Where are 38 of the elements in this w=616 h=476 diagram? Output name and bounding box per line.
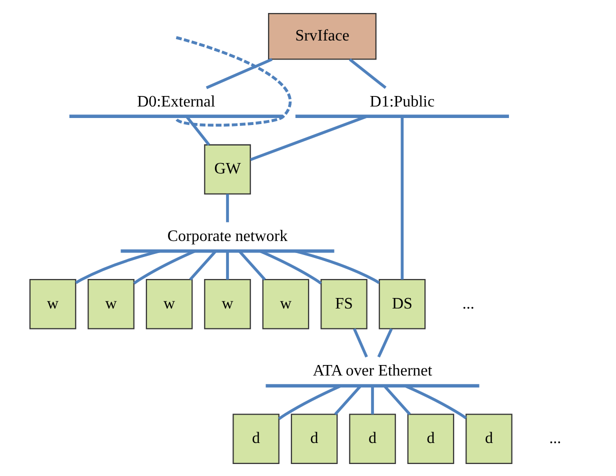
connector: [377, 328, 393, 358]
connector: [226, 194, 229, 222]
node-box: w: [146, 278, 193, 329]
node-box: FS: [320, 278, 368, 329]
node-box: SrvIface: [268, 12, 376, 60]
connector: [400, 116, 404, 280]
connector: [348, 58, 386, 88]
node-text: Corporate network: [167, 228, 288, 245]
label: ...: [549, 430, 562, 447]
node-box: w: [29, 278, 76, 329]
connector: [260, 249, 322, 284]
connector: [206, 58, 273, 89]
connector: [278, 384, 342, 420]
node-text: ATA over Ethernet: [312, 362, 432, 380]
connector: [226, 250, 229, 280]
connector: [174, 36, 291, 126]
connector: [371, 385, 374, 414]
connector: [189, 250, 217, 280]
node-box: d: [290, 413, 338, 464]
connector: [294, 249, 380, 284]
node-text: D0:External: [137, 92, 216, 110]
node-box: d: [407, 413, 454, 464]
node-box: d: [232, 413, 280, 464]
node-text: D1:Public: [370, 92, 435, 110]
connector: [352, 328, 368, 358]
connector: [250, 114, 368, 161]
node-box: DS: [378, 278, 426, 329]
node-box: d: [466, 413, 512, 464]
node-box: d: [349, 413, 396, 464]
label: ...: [462, 294, 474, 312]
connector: [404, 384, 467, 419]
node-box: GW: [204, 144, 251, 194]
connector: [133, 249, 196, 284]
node-box: w: [204, 278, 251, 329]
connector: [75, 249, 160, 284]
connector: [238, 250, 266, 280]
node-box: w: [88, 278, 134, 329]
node-box: w: [262, 278, 310, 329]
